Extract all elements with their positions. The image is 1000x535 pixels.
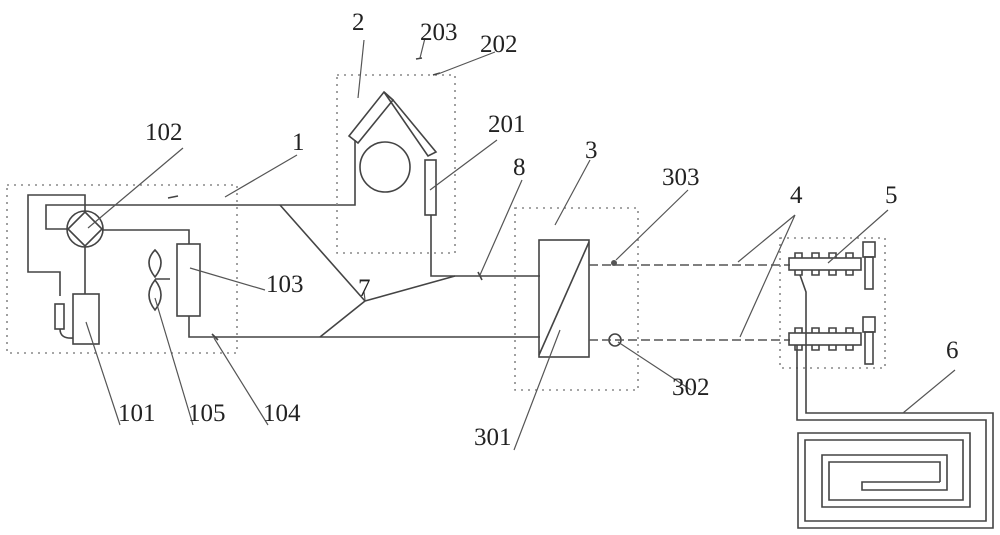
- heat-exchanger-diagonal: [538, 241, 590, 356]
- manifold-valve-head: [862, 316, 876, 333]
- manifold-valve-body: [864, 256, 874, 290]
- accumulator: [54, 303, 65, 330]
- label-5: 5: [885, 182, 898, 209]
- manifold-boundary: [779, 237, 886, 369]
- label-8: 8: [513, 154, 526, 181]
- label-104: 104: [263, 400, 301, 427]
- pipe: [27, 194, 86, 296]
- fan: [148, 248, 170, 312]
- label-103: 103: [266, 271, 304, 298]
- manifold-ports: [794, 252, 854, 351]
- label-201: 201: [488, 111, 526, 138]
- outdoor-unit: [6, 140, 540, 354]
- label-1: 1: [292, 129, 305, 156]
- four-way-valve: [66, 210, 104, 248]
- branch-pipes: [279, 204, 456, 338]
- four-way-valve-diamond: [66, 210, 104, 248]
- indoor-fan: [359, 141, 411, 193]
- label-202: 202: [480, 31, 518, 58]
- floor-heating-coil: [797, 274, 994, 529]
- sensor-mark: [167, 195, 179, 199]
- label-2: 2: [352, 9, 365, 36]
- sensor-marks: [415, 57, 441, 76]
- label-302: 302: [672, 374, 710, 401]
- leader-lines: [85, 37, 956, 451]
- plate-heat-exchanger: [538, 239, 590, 358]
- label-4: 4: [790, 182, 803, 209]
- manifold: [779, 237, 886, 369]
- water-pipes: [589, 264, 790, 341]
- liquid-pipe: [188, 316, 540, 338]
- label-7: 7: [358, 275, 371, 302]
- right-louver: [383, 91, 438, 158]
- main-pipe: [45, 140, 356, 230]
- gas-pipe: [430, 215, 540, 277]
- heat-exchanger-boundary: [514, 207, 639, 391]
- condenser: [176, 243, 201, 317]
- return-manifold: [788, 332, 862, 346]
- left-louver: [347, 90, 395, 145]
- label-3: 3: [585, 137, 598, 164]
- pipe: [59, 328, 74, 339]
- label-105: 105: [188, 400, 226, 427]
- pipe: [102, 229, 190, 244]
- label-203: 203: [420, 19, 458, 46]
- valve-mark-8: [477, 271, 483, 281]
- label-102: 102: [145, 119, 183, 146]
- expansion-valve-mark: [211, 333, 219, 341]
- label-6: 6: [946, 337, 959, 364]
- label-101: 101: [118, 400, 156, 427]
- plate-heat-exchanger-unit: [514, 207, 639, 391]
- compressor: [72, 293, 100, 345]
- supply-manifold: [788, 257, 862, 271]
- indoor-unit: [336, 57, 456, 254]
- outdoor-unit-boundary: [6, 184, 238, 354]
- label-303: 303: [662, 164, 700, 191]
- floor-heating-coil-return: [796, 345, 987, 522]
- label-301: 301: [474, 424, 512, 451]
- manifold-valve-body: [864, 331, 874, 365]
- manifold-valve-head: [862, 241, 876, 258]
- evaporator-201: [424, 159, 437, 216]
